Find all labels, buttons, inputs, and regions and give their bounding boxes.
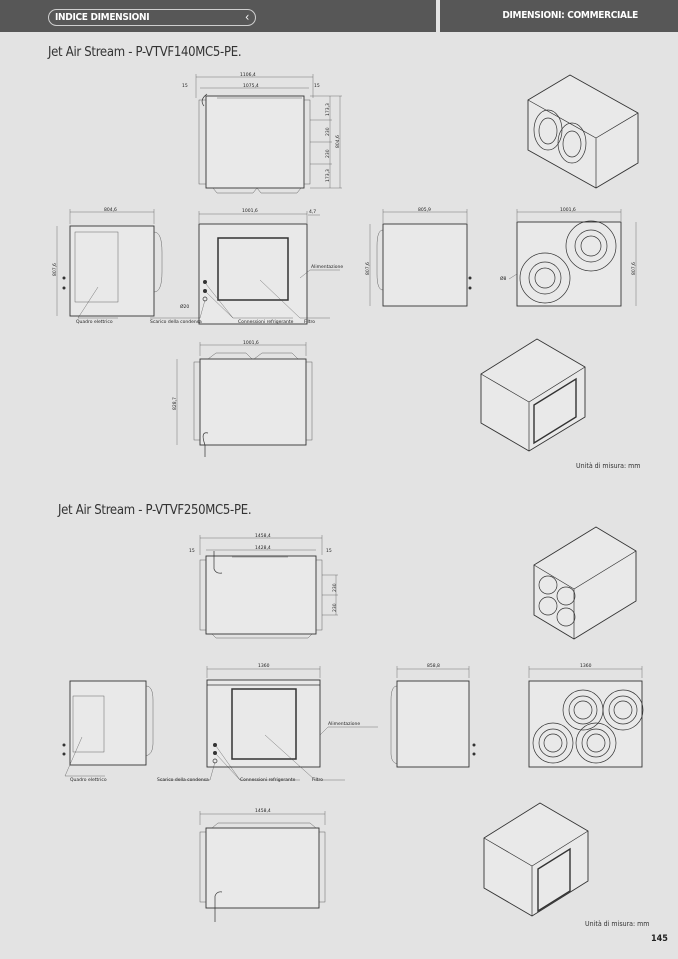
dim-height: 804,6 [335, 135, 341, 148]
model-title-2: Jet Air Stream - P-VTVF250MC5-PE. [58, 503, 252, 518]
dim-left-offset: 15 [182, 83, 188, 89]
dim-v2: 230 [325, 127, 331, 136]
dim-right-offset: 15 [314, 83, 320, 89]
label-filter-1: Filtro [304, 319, 315, 325]
iso-view-250-front [483, 802, 589, 917]
dim-bottom-width: 1001,6 [243, 340, 259, 346]
iso-view-250-back [533, 526, 637, 640]
index-dimensions-button[interactable]: INDICE DIMENSIONI ‹ [48, 9, 256, 26]
iso-view-140-back [527, 74, 639, 189]
chevron-left-icon: ‹ [244, 10, 249, 24]
dim-side-right-width-250: 858,8 [427, 663, 440, 669]
dim-bottom-width-250: 1458,4 [255, 808, 271, 814]
front-view-250: 1360 Alimentazione Scarico della condens… [157, 663, 378, 783]
dim-back-height: 807,6 [631, 262, 637, 275]
label-power-1: Alimentazione [311, 264, 343, 270]
side-left-view-140: 804,6 807,6 Quadro elettrico [52, 207, 163, 325]
model-title-1: Jet Air Stream - P-VTVF140MC5-PE. [48, 45, 242, 60]
dim-overall-width-250: 1458,4 [255, 533, 271, 539]
label-refrigerant-2: Connessioni refrigerante [240, 777, 296, 783]
dim-bottom-height: 828,7 [172, 397, 178, 410]
label-drain-2: Scarico della condensa [157, 777, 209, 783]
dim-side-right-height: 807,6 [365, 262, 371, 275]
front-view-140: 1001,6 4,7 Ø20 Alimentazione Scarico del… [150, 208, 343, 325]
label-filter-2: Filtro [312, 777, 323, 783]
dim-back-pipe: Ø8 [500, 275, 507, 282]
label-drain-1: Scarico della condensa [150, 319, 202, 325]
section-title: DIMENSIONI: COMMERCIALE [502, 10, 638, 21]
dim-inner-width: 1075,4 [243, 83, 259, 89]
bottom-view-140: 1001,6 828,7 [172, 340, 313, 457]
dim-v1: 173,3 [325, 103, 331, 116]
dim-side-right-width: 805,9 [418, 207, 431, 213]
label-refrigerant-1: Connessioni refrigerante [238, 319, 294, 325]
dim-front-offset: 4,7 [309, 209, 316, 215]
label-panel-2: Quadro elettrico [70, 777, 107, 783]
bottom-view-250: 1458,4 [199, 808, 326, 922]
dim-v1-250: 230 [332, 583, 338, 592]
dim-left-offset-250: 15 [189, 548, 195, 554]
label-panel-1: Quadro elettrico [76, 319, 113, 325]
iso-view-140-front [480, 338, 586, 452]
top-view-140: 1106,4 1075,4 15 15 173,3 230 230 173,3 … [182, 72, 342, 194]
back-view-250: 1360 [528, 663, 644, 768]
dim-back-width: 1001,6 [560, 207, 576, 213]
index-dimensions-label: INDICE DIMENSIONI [55, 12, 150, 23]
header-bar: INDICE DIMENSIONI ‹ [0, 0, 436, 32]
dim-front-width-250: 1360 [258, 663, 270, 669]
dim-v4: 173,3 [325, 169, 331, 182]
label-power-2: Alimentazione [328, 721, 360, 727]
dim-side-left-width: 804,6 [104, 207, 117, 213]
side-right-view-140: 805,9 807,6 [365, 207, 472, 307]
dim-back-width-250: 1360 [580, 663, 592, 669]
page-number: 145 [651, 934, 668, 944]
back-view-140: 1001,6 807,6 Ø8 [500, 207, 637, 307]
dim-v2-250: 230 [332, 603, 338, 612]
side-left-view-250: Quadro elettrico [62, 680, 154, 783]
header-section: DIMENSIONI: COMMERCIALE [440, 0, 678, 32]
units-note-1: Unità di misura: mm [576, 462, 641, 470]
top-view-250: 1458,4 1428,4 15 15 230 230 [189, 533, 338, 639]
dim-side-left-height: 807,6 [52, 263, 58, 276]
dim-front-width: 1001,6 [242, 208, 258, 214]
dim-right-offset-250: 15 [326, 548, 332, 554]
dim-overall-width: 1106,4 [240, 72, 256, 78]
units-note-2: Unità di misura: mm [585, 920, 650, 928]
dim-v3: 230 [325, 149, 331, 158]
dim-pipe-diameter: Ø20 [180, 303, 189, 310]
dim-inner-width-250: 1428,4 [255, 545, 271, 551]
side-right-view-250: 858,8 [390, 663, 476, 768]
